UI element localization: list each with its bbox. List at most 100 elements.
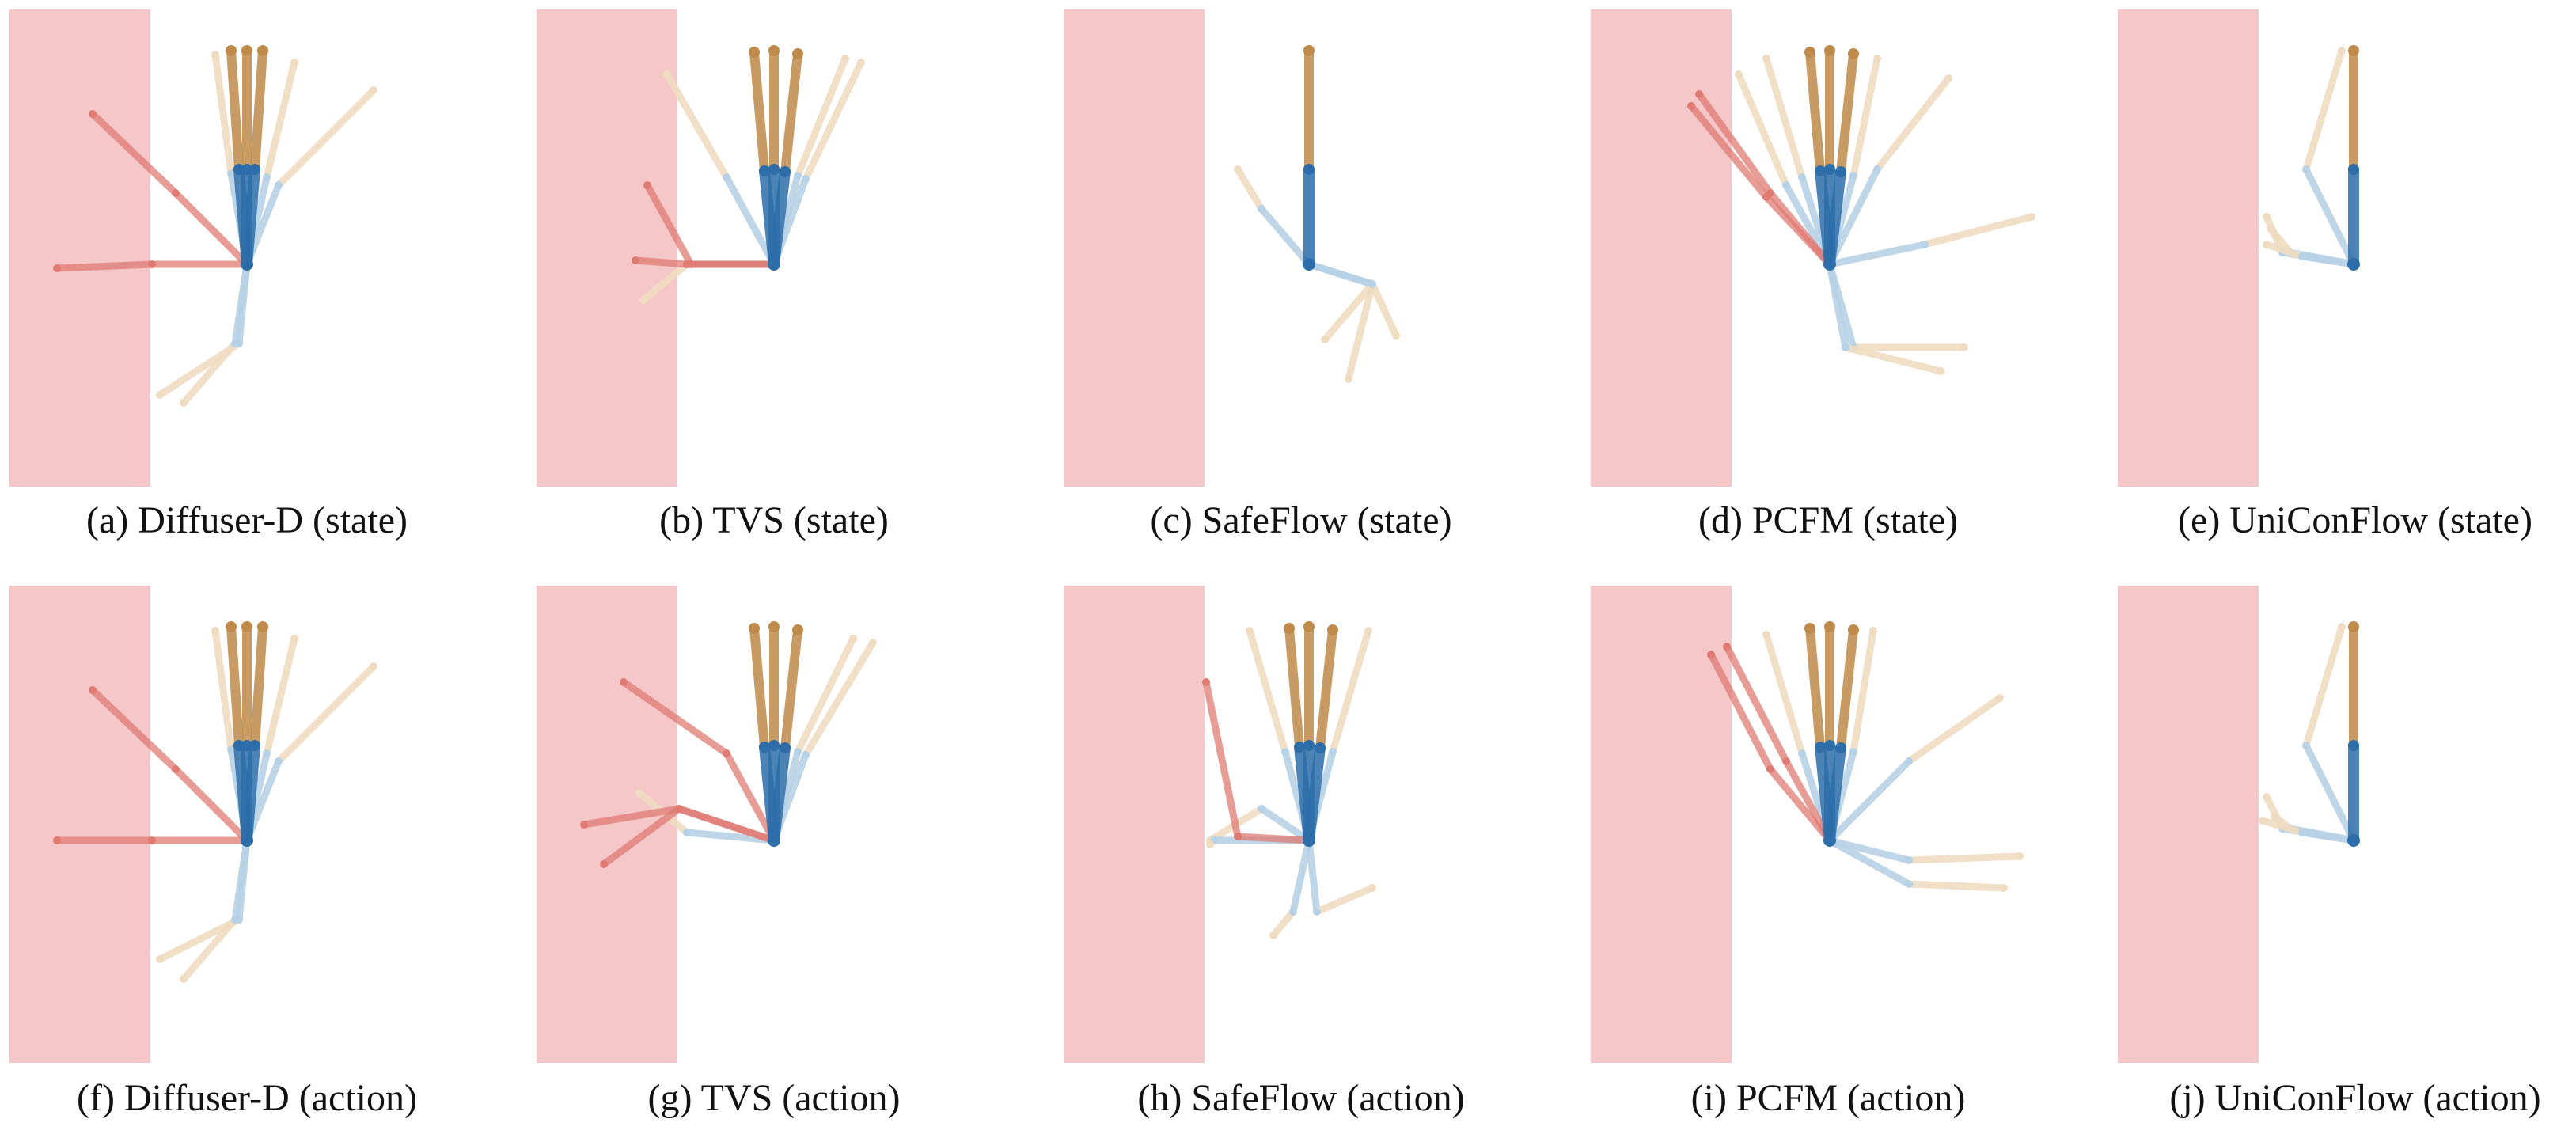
panel-f <box>9 586 484 1076</box>
panel-d <box>1591 9 2066 500</box>
arm-joint <box>172 765 180 773</box>
arm-tip <box>290 59 298 66</box>
arm-tip <box>2338 623 2346 631</box>
arm-joint <box>1824 164 1835 175</box>
arm-tip <box>1873 55 1881 63</box>
arm-tip <box>1824 621 1835 632</box>
arm-base <box>2347 258 2360 271</box>
arm-joint <box>172 189 180 197</box>
arm-joint <box>1368 280 1376 288</box>
obstacle-region <box>9 586 150 1063</box>
arm-link1 <box>1258 205 1313 268</box>
arm-tip <box>2016 852 2024 860</box>
arm-link2 <box>632 256 691 268</box>
arm-link2 <box>1836 625 1858 753</box>
arm-joint <box>802 751 810 759</box>
arm-link1 <box>231 836 251 924</box>
arm-link2 <box>1695 90 1774 197</box>
arm-link2 <box>1269 908 1297 939</box>
arm-joint <box>1921 241 1929 248</box>
arm-tip <box>2338 47 2346 55</box>
arm-tip <box>792 48 803 59</box>
arm-link2 <box>1905 880 2008 892</box>
arm-link2 <box>89 110 180 197</box>
arm-joint <box>780 166 791 177</box>
arm-link1 <box>172 189 251 268</box>
obstacle-region <box>1064 586 1205 1063</box>
arm-joint <box>1905 757 1913 765</box>
arm-joint <box>1824 740 1835 751</box>
arm-link2 <box>1202 678 1242 840</box>
arm-joint <box>231 340 239 347</box>
arm-link2 <box>749 624 769 752</box>
arm-link2 <box>263 59 298 181</box>
arm-tip <box>89 110 97 118</box>
arm-link2 <box>2263 241 2306 260</box>
arm-tip <box>635 789 643 797</box>
arm-joint <box>1849 172 1857 180</box>
arm-tip <box>1848 48 1859 59</box>
arm-joint <box>759 165 770 176</box>
arm-plot-c <box>1064 9 1400 487</box>
arm-tip <box>1345 375 1352 383</box>
arm-joint <box>2298 829 2306 836</box>
arm-link2 <box>180 340 239 407</box>
arm-tip <box>2028 213 2035 221</box>
arm-tip <box>580 821 588 829</box>
arm-tip <box>2348 45 2359 56</box>
caption-h: (h) SafeFlow (action) <box>1137 1077 1465 1119</box>
arm-link2 <box>620 678 730 757</box>
obstacle-region <box>1591 9 1732 487</box>
arm-tip <box>620 678 628 686</box>
arm-joint <box>723 749 730 757</box>
caption-e: (e) UniConFlow (state) <box>2178 499 2532 541</box>
arm-tip <box>2263 213 2271 221</box>
arm-link1 <box>1234 833 1313 844</box>
arm-joint <box>794 172 802 180</box>
arm-joint <box>1303 740 1315 751</box>
arm-tip <box>53 264 61 272</box>
arm-joint <box>759 742 770 753</box>
panel-c <box>1064 9 1538 500</box>
arm-joint <box>227 169 235 177</box>
arm-joint <box>2348 164 2359 175</box>
arm-tip <box>1392 332 1400 340</box>
arm-tip <box>89 686 97 694</box>
arm-link2 <box>226 46 244 174</box>
panel-a <box>9 9 484 500</box>
arm-joint <box>1762 193 1770 201</box>
arm-link2 <box>2259 817 2306 836</box>
arm-link2 <box>226 622 244 750</box>
arm-joint <box>768 164 780 175</box>
arm-plot-e <box>2118 9 2360 487</box>
arm-link2 <box>1321 280 1376 343</box>
arm-joint <box>1782 757 1790 765</box>
arm-link2 <box>749 47 769 176</box>
obstacle-region <box>2118 586 2259 1063</box>
arm-link2 <box>1905 852 2024 864</box>
arm-tip <box>841 55 849 63</box>
arm-link2 <box>580 805 683 829</box>
arm-link2 <box>794 55 849 180</box>
arm-link2 <box>780 49 802 176</box>
arm-link2 <box>1707 651 1774 773</box>
caption-g: (g) TVS (action) <box>647 1077 901 1119</box>
arm-link2 <box>663 70 730 181</box>
arm-joint <box>2302 742 2310 749</box>
arm-joint <box>263 173 271 181</box>
arm-link1 <box>241 164 260 270</box>
arm-link1 <box>1305 836 1321 916</box>
caption-j: (j) UniConFlow (action) <box>2169 1077 2541 1119</box>
arm-joint <box>1234 833 1242 840</box>
arm-joint <box>2298 252 2306 260</box>
arm-link2 <box>1849 627 1877 756</box>
arm-joint <box>1873 165 1881 173</box>
arm-plot-i <box>1591 586 2024 1063</box>
arm-link2 <box>1905 694 2004 765</box>
arm-link2 <box>180 916 239 983</box>
arm-link2 <box>780 625 802 753</box>
arm-tip <box>1284 623 1295 634</box>
arm-joint <box>683 829 691 836</box>
arm-joint <box>1766 765 1774 773</box>
